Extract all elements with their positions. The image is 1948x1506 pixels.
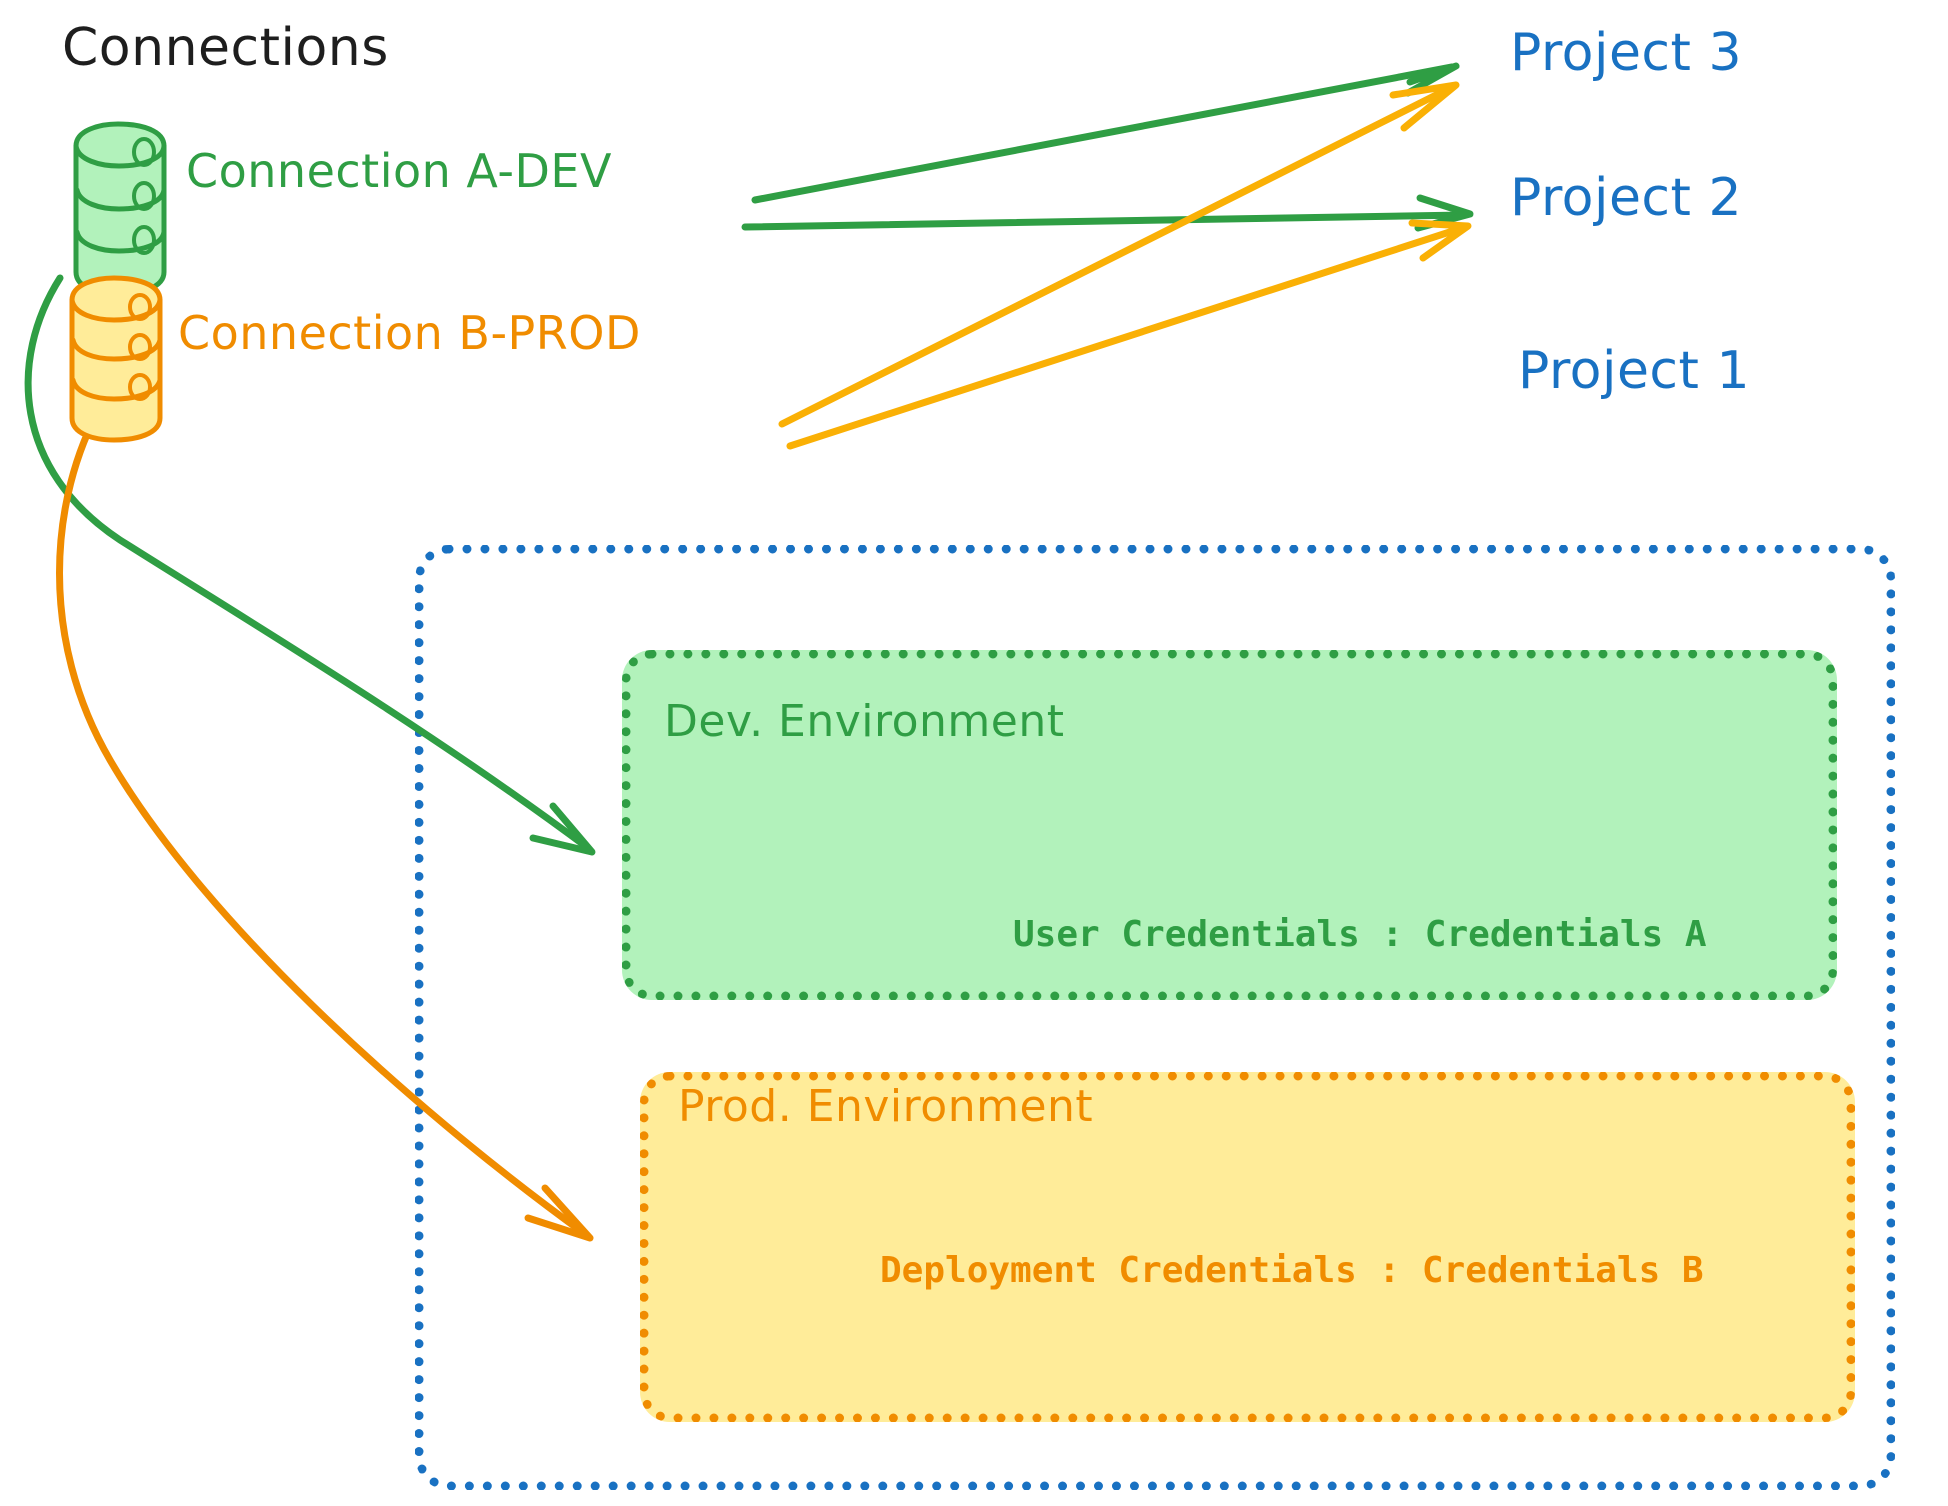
arrow-conn-b-to-project3: [778, 81, 1460, 428]
arrow-conn-a-to-dev-environment: [24, 274, 596, 856]
connection-b-prod-label[interactable]: Connection B-PROD: [178, 306, 641, 360]
project-1-container: [415, 545, 1895, 1490]
project-2-label[interactable]: Project 2: [1510, 168, 1743, 228]
connection-a-dev-label[interactable]: Connection A-DEV: [186, 144, 612, 198]
project-1-label[interactable]: Project 1: [1518, 341, 1751, 401]
database-cylinder-icon-green: [73, 121, 167, 297]
prod-environment-box: [640, 1072, 1855, 1422]
arrow-conn-a-to-project2: [741, 194, 1474, 232]
project-3-label[interactable]: Project 3: [1510, 23, 1743, 83]
dev-environment-label: Dev. Environment: [664, 696, 1065, 747]
prod-environment-label: Prod. Environment: [678, 1081, 1094, 1132]
database-cylinder-icon-orange: [69, 275, 163, 443]
arrow-conn-b-to-project2: [786, 219, 1472, 450]
dev-environment-box: [622, 650, 1837, 1000]
arrow-conn-b-to-prod-environment: [56, 400, 594, 1242]
prod-environment-credentials: Deployment Credentials : Credentials B: [880, 1250, 1704, 1291]
page-title: Connections: [62, 18, 389, 78]
arrow-conn-a-to-project3: [751, 62, 1460, 204]
dev-environment-credentials: User Credentials : Credentials A: [1013, 914, 1707, 955]
